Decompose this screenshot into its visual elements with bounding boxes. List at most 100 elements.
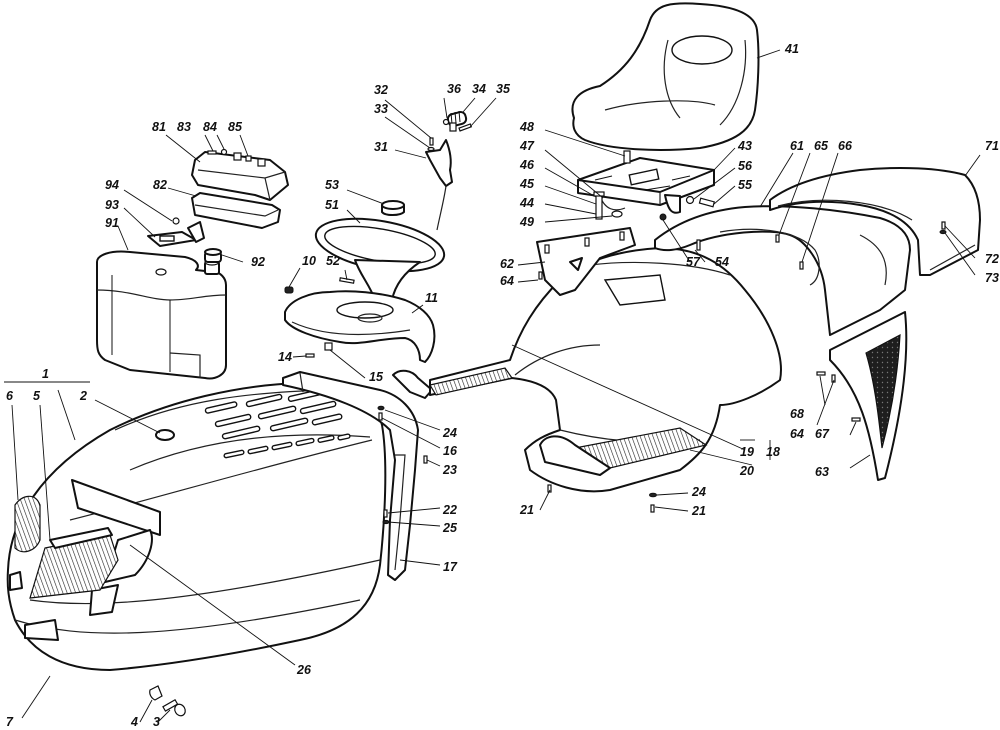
- fuel-bracket[interactable]: [147, 221, 205, 247]
- label-55[interactable]: 55: [738, 178, 753, 192]
- label-43[interactable]: 43: [737, 139, 752, 153]
- label-68[interactable]: 68: [790, 407, 804, 421]
- label-24b[interactable]: 24: [691, 485, 706, 499]
- label-32[interactable]: 32: [374, 83, 388, 97]
- label-93[interactable]: 93: [105, 198, 119, 212]
- steering-cap[interactable]: [381, 200, 405, 216]
- fuel-cap[interactable]: [204, 248, 222, 263]
- label-64b[interactable]: 64: [790, 427, 804, 441]
- seat[interactable]: [571, 2, 760, 151]
- label-31[interactable]: 31: [374, 140, 388, 154]
- label-36[interactable]: 36: [447, 82, 462, 96]
- steering-wheel[interactable]: [312, 210, 448, 301]
- label-46[interactable]: 46: [519, 158, 535, 172]
- cover-panel[interactable]: [536, 227, 636, 296]
- part-labels: 1 6 5 2 7 4 3 26 81 83 84 85 82 94 93 91…: [6, 42, 999, 729]
- label-94[interactable]: 94: [105, 178, 119, 192]
- label-21a[interactable]: 21: [519, 503, 534, 517]
- label-73[interactable]: 73: [985, 271, 999, 285]
- label-1[interactable]: 1: [42, 367, 49, 381]
- label-53[interactable]: 53: [325, 178, 339, 192]
- washer-33: [427, 146, 435, 152]
- dashboard[interactable]: [284, 290, 436, 363]
- rear-cover[interactable]: [769, 166, 981, 276]
- nut-84: [220, 148, 228, 156]
- side-panel[interactable]: [282, 371, 419, 581]
- label-35[interactable]: 35: [496, 82, 511, 96]
- label-45[interactable]: 45: [519, 177, 535, 191]
- label-91[interactable]: 91: [105, 216, 119, 230]
- label-15[interactable]: 15: [369, 370, 384, 384]
- label-7[interactable]: 7: [6, 715, 14, 729]
- bracket-15[interactable]: [392, 369, 433, 399]
- label-23[interactable]: 23: [442, 463, 457, 477]
- label-49[interactable]: 49: [519, 215, 534, 229]
- label-18[interactable]: 18: [766, 445, 780, 459]
- label-47[interactable]: 47: [519, 139, 535, 153]
- label-61[interactable]: 61: [790, 139, 804, 153]
- lever-bracket[interactable]: [425, 139, 453, 231]
- battery[interactable]: [191, 192, 281, 229]
- nut-85: [245, 155, 252, 162]
- label-65[interactable]: 65: [814, 139, 829, 153]
- label-52[interactable]: 52: [326, 254, 340, 268]
- front-grille[interactable]: [29, 527, 119, 599]
- label-4[interactable]: 4: [130, 715, 138, 729]
- nut-36: [442, 118, 450, 126]
- label-63[interactable]: 63: [815, 465, 829, 479]
- label-51[interactable]: 51: [325, 198, 339, 212]
- label-82[interactable]: 82: [153, 178, 167, 192]
- plug-10: [284, 286, 294, 294]
- fuel-tank[interactable]: [96, 250, 227, 380]
- label-44[interactable]: 44: [519, 196, 534, 210]
- label-17[interactable]: 17: [443, 560, 458, 574]
- hood-clip[interactable]: [149, 685, 163, 701]
- label-25[interactable]: 25: [442, 521, 458, 535]
- label-81[interactable]: 81: [152, 120, 166, 134]
- lever-knob[interactable]: [446, 110, 468, 132]
- label-14[interactable]: 14: [278, 350, 292, 364]
- label-85[interactable]: 85: [228, 120, 243, 134]
- label-22[interactable]: 22: [442, 503, 457, 517]
- label-54[interactable]: 54: [715, 255, 729, 269]
- label-26[interactable]: 26: [296, 663, 312, 677]
- panel-hardware: [305, 342, 428, 525]
- label-84[interactable]: 84: [203, 120, 217, 134]
- hood-pin[interactable]: [162, 698, 187, 718]
- label-19[interactable]: 19: [740, 445, 754, 459]
- label-57[interactable]: 57: [686, 255, 701, 269]
- hood-vents: [204, 389, 351, 459]
- label-62[interactable]: 62: [500, 257, 514, 271]
- label-83[interactable]: 83: [177, 120, 191, 134]
- label-20[interactable]: 20: [739, 464, 754, 478]
- label-24a[interactable]: 24: [442, 426, 457, 440]
- label-41[interactable]: 41: [784, 42, 799, 56]
- rear-fender[interactable]: [654, 205, 911, 336]
- label-16[interactable]: 16: [443, 444, 458, 458]
- label-72[interactable]: 72: [985, 252, 999, 266]
- label-11[interactable]: 11: [425, 291, 438, 305]
- label-66[interactable]: 66: [838, 139, 853, 153]
- hood[interactable]: [6, 381, 387, 671]
- label-3[interactable]: 3: [153, 715, 160, 729]
- battery-cover[interactable]: [191, 151, 289, 201]
- label-34[interactable]: 34: [472, 82, 486, 96]
- label-67[interactable]: 67: [815, 427, 830, 441]
- label-5[interactable]: 5: [33, 389, 41, 403]
- label-10[interactable]: 10: [302, 254, 316, 268]
- label-6[interactable]: 6: [6, 389, 14, 403]
- label-2[interactable]: 2: [79, 389, 87, 403]
- body-frame[interactable]: [429, 247, 782, 493]
- label-33[interactable]: 33: [374, 102, 388, 116]
- label-21b[interactable]: 21: [691, 504, 706, 518]
- label-92[interactable]: 92: [251, 255, 265, 269]
- label-56[interactable]: 56: [738, 159, 753, 173]
- rear-side-panel[interactable]: [829, 311, 908, 481]
- side-grille[interactable]: [14, 495, 41, 553]
- label-48[interactable]: 48: [519, 120, 534, 134]
- label-64a[interactable]: 64: [500, 274, 514, 288]
- seat-plate[interactable]: [577, 157, 715, 214]
- screw-94: [172, 217, 180, 225]
- label-71[interactable]: 71: [985, 139, 999, 153]
